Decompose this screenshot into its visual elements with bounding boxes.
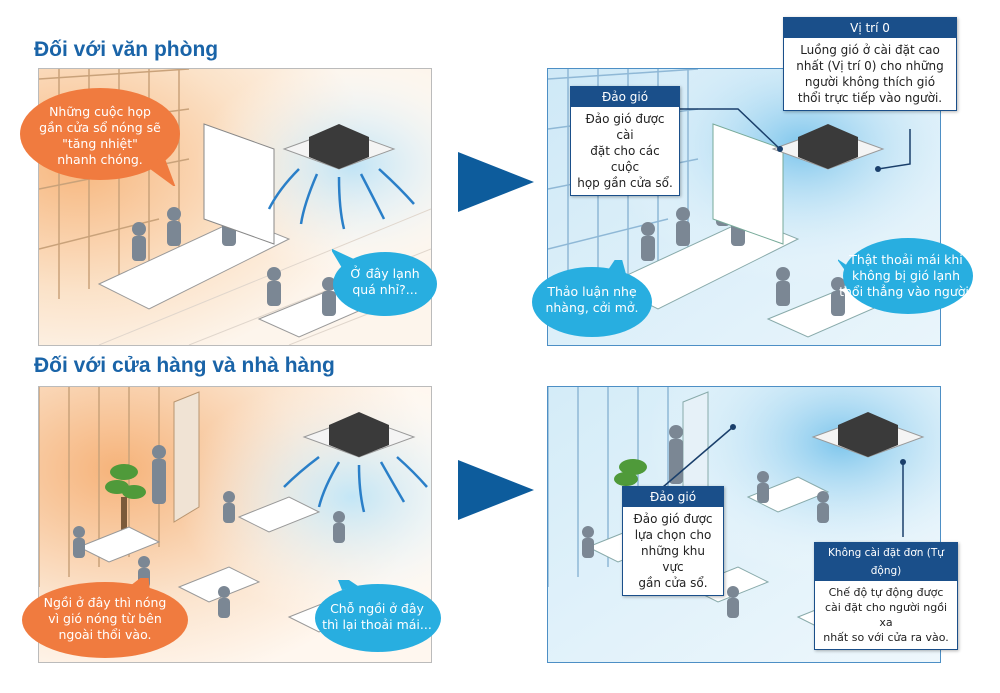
speech-bubble-hot-meeting: Những cuộc họp gần cửa sổ nóng sẽ "tăng … (16, 86, 184, 186)
callout-body: Đảo gió được cài đặt cho các cuộc họp gầ… (577, 112, 673, 190)
callout-title: Vị trí 0 (784, 18, 956, 38)
callout-auto-mode: Không cài đặt đơn (Tự động) Chế độ tự độ… (814, 542, 958, 650)
callout-dao-gio-office: Đảo gió Đảo gió được cài đặt cho các cuộ… (570, 86, 680, 196)
callout-title: Đảo gió (571, 87, 679, 107)
speech-bubble-comfort: Thật thoải mái khi không bị gió lạnh thổ… (838, 236, 974, 316)
office-heading: Đối với văn phòng (34, 38, 219, 61)
callout-dao-gio-store: Đảo gió Đảo gió được lựa chọn cho những … (622, 486, 724, 596)
callout-title: Đảo gió (623, 487, 723, 507)
speech-bubble-discussion: Thảo luận nhẹ nhàng, cởi mở. (530, 260, 654, 340)
callout-body: Luồng gió ở cài đặt cao nhất (Vị trí 0) … (796, 43, 944, 105)
store-heading: Đối với cửa hàng và nhà hàng (34, 354, 335, 377)
callout-body: Chế độ tự động được cài đặt cho người ng… (823, 586, 949, 644)
callout-title: Không cài đặt đơn (Tự động) (815, 543, 957, 581)
speech-bubble-hot-seat: Ngồi ở đây thì nóng vì gió nóng từ bên n… (20, 578, 190, 660)
arrow-right-icon (458, 152, 534, 212)
speech-bubble-cold: Ở đây lạnh quá nhỉ?... (332, 248, 438, 316)
arrow-right-icon (458, 460, 534, 520)
callout-vi-tri-0: Vị trí 0 Luồng gió ở cài đặt cao nhất (V… (783, 17, 957, 111)
callout-body: Đảo gió được lựa chọn cho những khu vực … (633, 512, 713, 590)
speech-bubble-cool-seat: Chỗ ngồi ở đây thì lại thoải mái... (312, 580, 442, 654)
